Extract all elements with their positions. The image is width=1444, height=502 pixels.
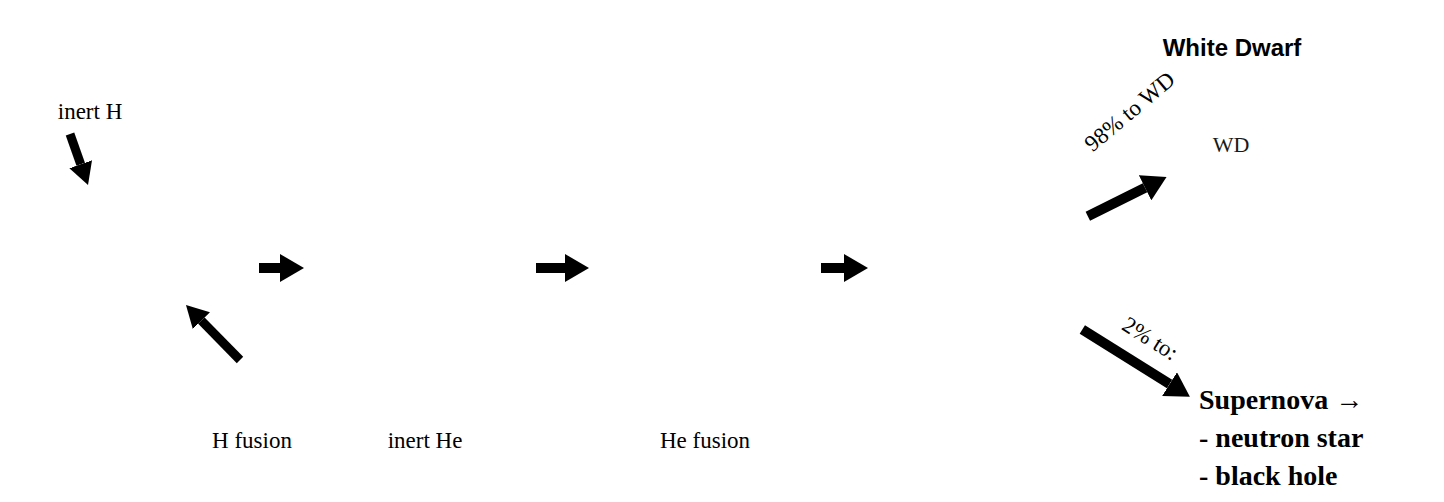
star-layer-ring [595, 158, 815, 378]
star-layer-ring [335, 183, 505, 353]
star-layer-ring [643, 206, 767, 330]
star-layer-ring [937, 221, 1031, 315]
star-stage-circle: inert HH fusion [33, 158, 253, 378]
caption-label: inert He [388, 428, 463, 454]
star-layer-ring [33, 158, 253, 378]
edge-label: 2% to: [1117, 312, 1182, 366]
white-dwarf-circle: White DwarfWD [1165, 79, 1297, 211]
stage-arrow [821, 263, 844, 273]
star-stage-circle: inert He [310, 158, 530, 378]
stage-arrow [259, 263, 280, 273]
star-layer-rings [310, 158, 530, 378]
heading: White Dwarf [1163, 34, 1302, 62]
star-layer-ring [1179, 93, 1283, 197]
star-stage-circle [874, 158, 1094, 378]
callout-label: H fusion [212, 428, 292, 454]
star-layer-rings [595, 158, 815, 378]
callout-label: inert H [58, 99, 123, 125]
star-layer-ring [358, 206, 482, 330]
star-layer-ring [1193, 107, 1269, 183]
star-layer-rings [33, 158, 253, 378]
star-stage-circle: He fusion [595, 158, 815, 378]
circle-label: WD [1213, 133, 1250, 157]
outcome-text: - black hole [1199, 457, 1366, 495]
star-layer-ring [58, 183, 228, 353]
star-layer-ring [1165, 79, 1297, 211]
edge-label: 98% to WD [1080, 67, 1181, 157]
stage-arrow [536, 263, 565, 273]
outcome-text: Supernova → [1199, 381, 1366, 419]
outcome-box: Supernova →- neutron star- black hole [1195, 381, 1370, 495]
stage-arrow [1088, 188, 1145, 216]
star-layer-ring [899, 183, 1069, 353]
leader-arrow [201, 321, 240, 360]
outcome-text: - neutron star [1199, 419, 1366, 457]
star-layer-ring [620, 183, 790, 353]
star-layer-rings [874, 158, 1094, 378]
caption-label: He fusion [660, 428, 750, 454]
star-layer-ring [310, 158, 530, 378]
star-layer-ring [924, 208, 1044, 328]
leader-arrow [70, 134, 81, 164]
star-layer-ring [874, 158, 1094, 378]
